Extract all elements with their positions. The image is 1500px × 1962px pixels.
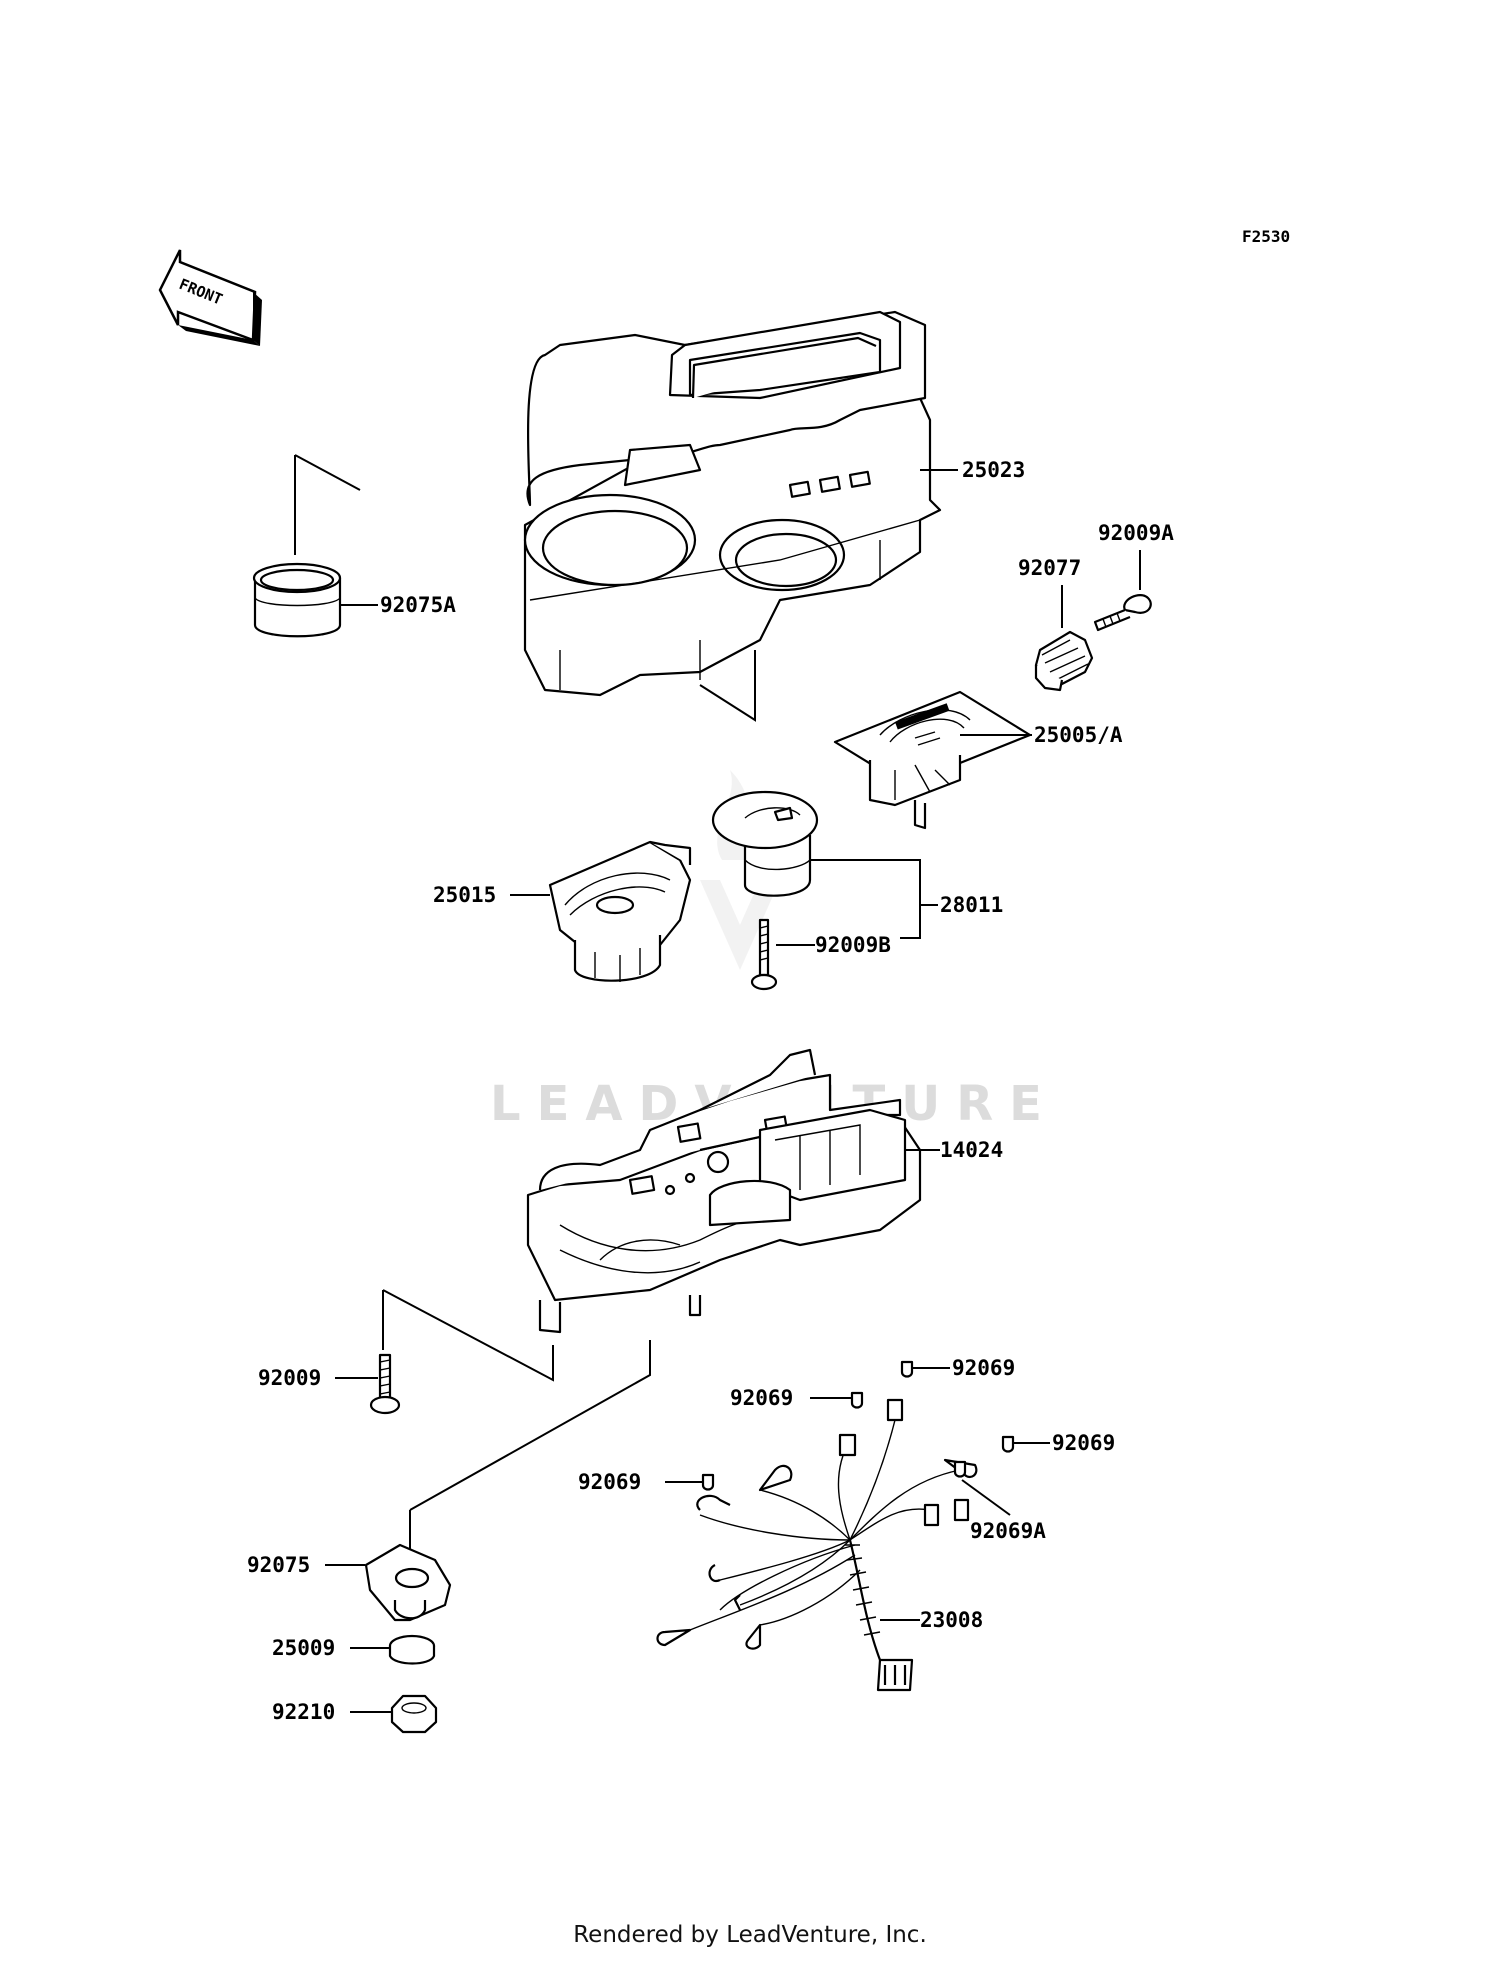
label-92069-a: 92069 [952, 1356, 1015, 1380]
label-92009A: 92009A [1098, 521, 1174, 545]
indicator-28011 [711, 790, 819, 897]
label-92069-c: 92069 [1052, 1431, 1115, 1455]
harness-23008 [656, 1398, 978, 1692]
damper-92075 [364, 1543, 452, 1622]
pin-92069A [953, 1460, 967, 1478]
label-25015: 25015 [433, 883, 496, 907]
label-92009B: 92009B [815, 933, 891, 957]
nut-92210 [390, 1694, 438, 1734]
screw-92009B [750, 918, 778, 991]
gauge-unit-25005A [833, 690, 1032, 830]
label-92210: 92210 [272, 1700, 335, 1724]
front-arrow-icon: FRONT [158, 249, 262, 346]
label-92069A: 92069A [970, 1519, 1046, 1543]
label-92075A: 92075A [380, 593, 456, 617]
label-92069-b: 92069 [730, 1386, 793, 1410]
meter-25015 [548, 840, 692, 982]
label-25009: 25009 [272, 1636, 335, 1660]
label-92069-d: 92069 [578, 1470, 641, 1494]
meter-case-14024 [526, 1048, 922, 1334]
label-92009: 92009 [258, 1366, 321, 1390]
pin-92069-b [850, 1391, 864, 1409]
screw-92009A [1093, 594, 1152, 632]
gear-92077 [1034, 630, 1094, 692]
pin-92069-d [701, 1473, 715, 1491]
label-25005A: 25005/A [1034, 723, 1123, 747]
label-25023: 25023 [962, 458, 1025, 482]
label-23008: 23008 [920, 1608, 983, 1632]
collar-92075A [252, 562, 342, 638]
label-92075: 92075 [247, 1553, 310, 1577]
washer-25009 [388, 1634, 436, 1665]
pin-92069-a [900, 1360, 914, 1378]
label-28011: 28011 [940, 893, 1003, 917]
screw-92009 [369, 1353, 401, 1415]
meter-cover-25023 [523, 310, 942, 697]
label-14024: 14024 [940, 1138, 1003, 1162]
label-92077: 92077 [1018, 556, 1081, 580]
footer-credit: Rendered by LeadVenture, Inc. [573, 1922, 927, 1948]
pin-92069-c [1001, 1435, 1015, 1453]
figure-code: F2530 [1242, 227, 1290, 246]
